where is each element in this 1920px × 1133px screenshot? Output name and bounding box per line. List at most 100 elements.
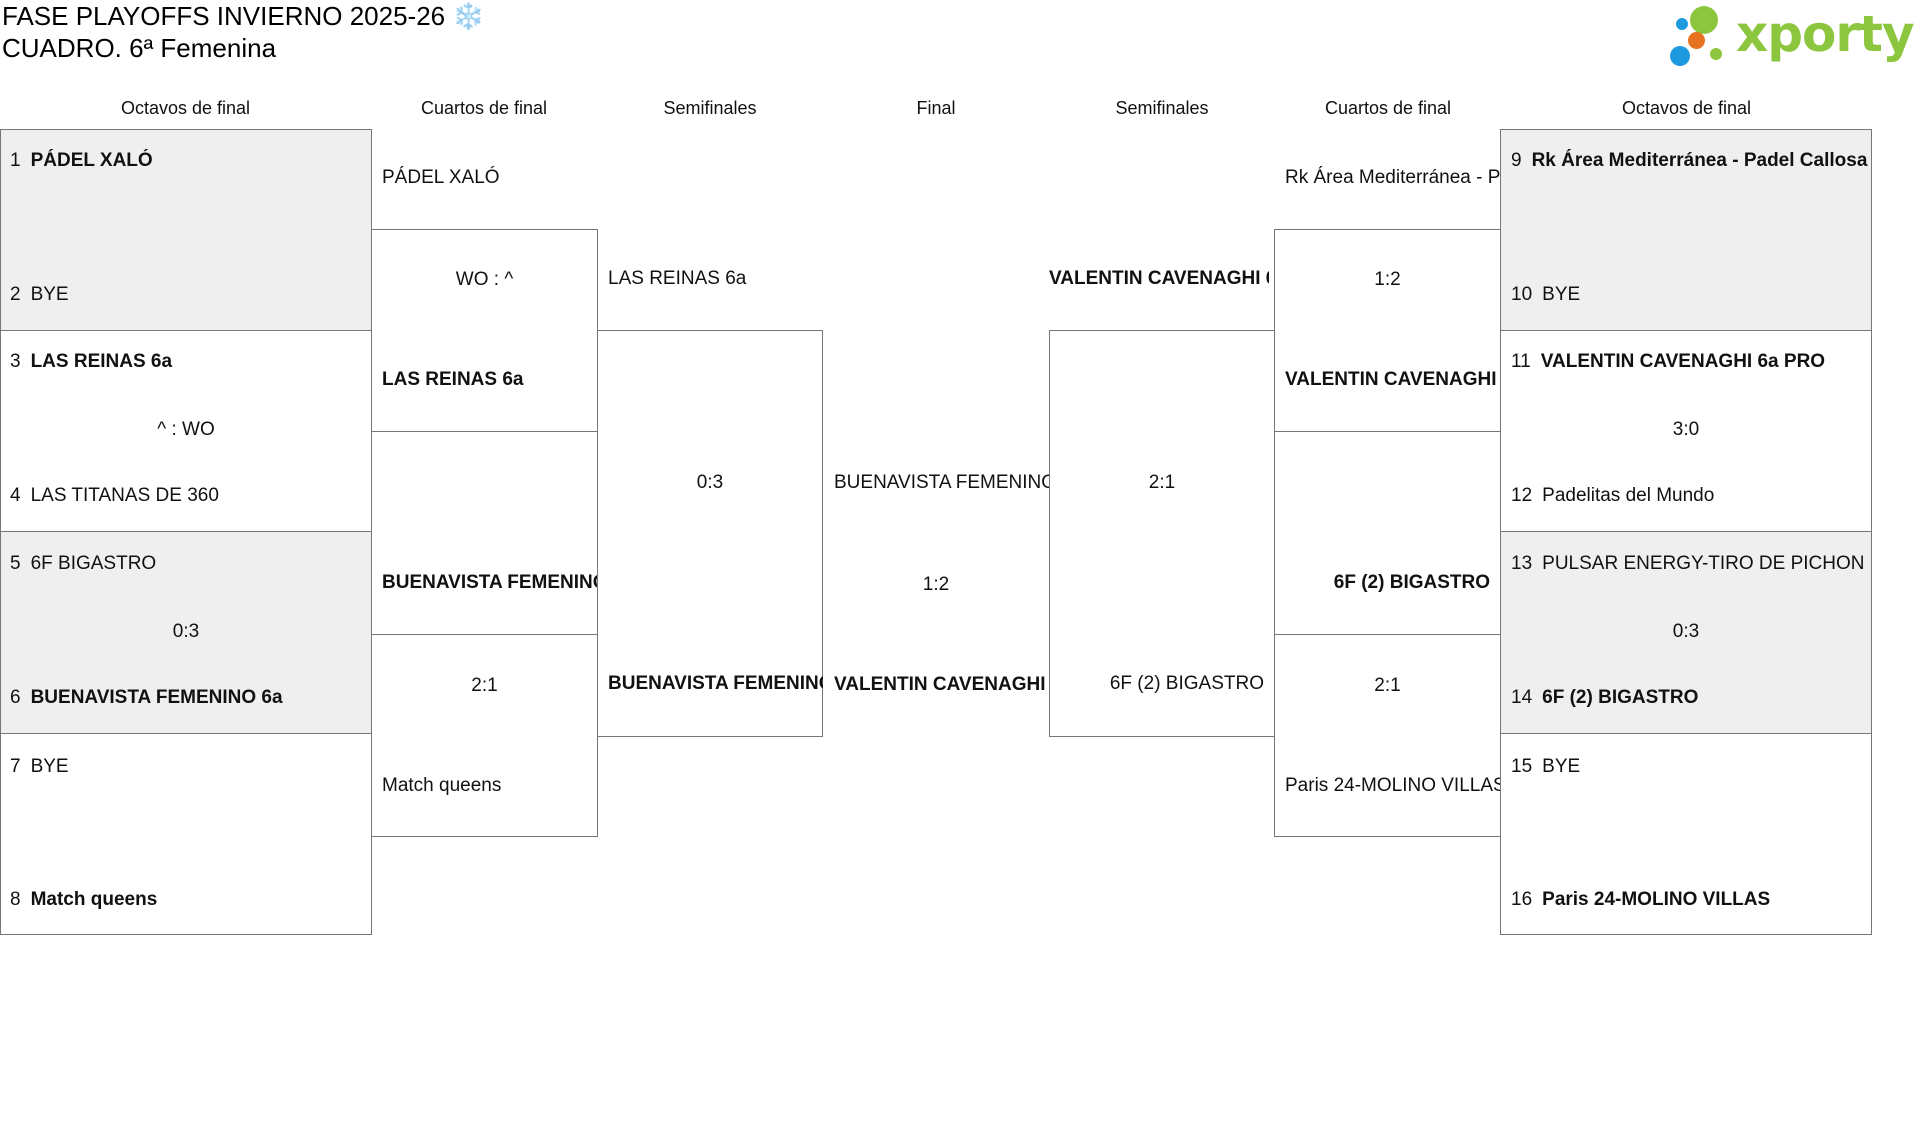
team-name: PULSAR ENERGY-TIRO DE PICHON xyxy=(1542,553,1865,574)
seed-number: 7 xyxy=(10,756,21,777)
team-name[interactable]: LAS REINAS 6a xyxy=(608,268,747,289)
round-header-left-qf: Cuartos de final xyxy=(420,98,548,118)
team-name: LAS REINAS 6a xyxy=(30,351,173,372)
xporty-logo[interactable]: xporty xyxy=(1668,4,1915,68)
team-name[interactable]: Match queens xyxy=(382,775,502,796)
team-name[interactable]: BUENAVISTA FEMENINO 6a xyxy=(608,673,823,694)
team-name: LAS TITANAS DE 360 xyxy=(30,485,219,506)
match-box-right-r16-3 xyxy=(1500,531,1872,734)
page-title: FASE PLAYOFFS INVIERNO 2025-26 ❄️ xyxy=(2,1,485,31)
team-slot[interactable]: 5 6F BIGASTRO xyxy=(10,552,365,576)
team-name[interactable]: BUENAVISTA FEMENINO 6a xyxy=(382,572,597,593)
team-slot[interactable]: 16 Paris 24-MOLINO VILLAS xyxy=(1511,888,1866,912)
seed-number: 8 xyxy=(10,889,21,910)
team-name: BUENAVISTA FEMENINO 6a xyxy=(30,687,283,708)
match-score: 0:3 xyxy=(172,621,200,642)
match-score: 2:1 xyxy=(1374,675,1401,696)
round-header-right-sf: Semifinales xyxy=(1115,98,1209,118)
match-score: 3:0 xyxy=(1672,419,1700,440)
seed-number: 11 xyxy=(1511,351,1531,372)
team-name[interactable]: Paris 24-MOLINO VILLAS xyxy=(1285,775,1500,796)
seed-number: 16 xyxy=(1511,889,1533,910)
seed-number: 14 xyxy=(1511,687,1533,708)
team-slot[interactable]: 11 VALENTIN CAVENAGHI 6a PRO xyxy=(1511,350,1866,374)
team-name[interactable]: PÁDEL XALÓ xyxy=(382,167,500,188)
team-slot[interactable]: 13 PULSAR ENERGY-TIRO DE PICHON xyxy=(1511,552,1869,576)
team-slot[interactable]: 9 Rk Área Mediterránea - Padel Callosa xyxy=(1511,149,1869,173)
match-box-right-qf-1 xyxy=(1274,229,1501,432)
team-name[interactable]: 6F (2) BIGASTRO xyxy=(1333,572,1490,593)
team-name: BYE xyxy=(1542,284,1581,305)
team-name: Padelitas del Mundo xyxy=(1542,485,1715,506)
match-box-left-qf-2 xyxy=(371,634,598,837)
match-box-right-r16-1 xyxy=(1500,129,1872,331)
team-slot[interactable]: 7 BYE xyxy=(10,755,365,779)
match-box-left-qf-1 xyxy=(371,229,598,432)
team-name[interactable]: 6F (2) BIGASTRO xyxy=(1109,673,1264,694)
team-slot[interactable]: 12 Padelitas del Mundo xyxy=(1511,484,1866,508)
logo-text: xporty xyxy=(1736,5,1915,63)
seed-number: 10 xyxy=(1511,284,1533,305)
seed-number: 3 xyxy=(10,351,21,372)
seed-number: 5 xyxy=(10,553,21,574)
page-subtitle: CUADRO. 6ª Femenina xyxy=(2,33,277,63)
match-score: 2:1 xyxy=(471,675,498,696)
round-header-right-r16: Octavos de final xyxy=(1621,98,1752,118)
match-box-left-sf xyxy=(597,330,823,737)
logo-dot-green xyxy=(1690,6,1718,34)
team-name: Rk Área Mediterránea - Padel Callosa xyxy=(1531,150,1868,171)
team-name: Paris 24-MOLINO VILLAS xyxy=(1542,889,1771,910)
match-box-left-r16-3 xyxy=(0,531,372,734)
logo-dot-green-small xyxy=(1710,48,1722,60)
team-name: VALENTIN CAVENAGHI 6a PRO xyxy=(1540,351,1826,372)
team-name[interactable]: VALENTIN CAVENAGHI 6a PRO xyxy=(1049,268,1269,289)
logo-dot-orange xyxy=(1688,32,1705,49)
round-header-left-sf: Semifinales xyxy=(663,98,757,118)
team-slot[interactable]: 15 BYE xyxy=(1511,755,1866,779)
seed-number: 1 xyxy=(10,150,21,171)
match-box-right-sf xyxy=(1049,330,1275,737)
match-box-right-r16-4 xyxy=(1500,733,1872,935)
match-score: 1:2 xyxy=(1374,269,1401,290)
team-slot[interactable]: 3 LAS REINAS 6a xyxy=(10,350,365,374)
team-slot[interactable]: 2 BYE xyxy=(10,283,365,307)
team-name: BYE xyxy=(30,756,69,777)
logo-dot-blue xyxy=(1670,46,1690,66)
match-box-left-r16-1 xyxy=(0,129,372,331)
team-slot[interactable]: 1 PÁDEL XALÓ xyxy=(10,149,365,173)
match-score: 2:1 xyxy=(1148,472,1176,493)
team-slot[interactable]: 10 BYE xyxy=(1511,283,1866,307)
team-name: 6F (2) BIGASTRO xyxy=(1542,687,1699,708)
match-score: WO : ^ xyxy=(455,269,514,290)
team-name: PÁDEL XALÓ xyxy=(30,150,153,171)
team-name: BYE xyxy=(30,284,69,305)
team-name[interactable]: VALENTIN CAVENAGHI 6a PRO xyxy=(834,674,1049,695)
seed-number: 4 xyxy=(10,485,21,506)
seed-number: 6 xyxy=(10,687,21,708)
match-score: 0:3 xyxy=(1672,621,1700,642)
match-score: 1:2 xyxy=(922,574,950,595)
team-name[interactable]: BUENAVISTA FEMENINO 6a xyxy=(834,472,1049,493)
seed-number: 2 xyxy=(10,284,21,305)
seed-number: 12 xyxy=(1511,485,1533,506)
team-slot[interactable]: 4 LAS TITANAS DE 360 xyxy=(10,484,365,508)
team-name[interactable]: VALENTIN CAVENAGHI 6a PRO xyxy=(1285,369,1500,390)
team-slot[interactable]: 14 6F (2) BIGASTRO xyxy=(1511,686,1866,710)
logo-dot-blue-small xyxy=(1676,18,1688,30)
seed-number: 9 xyxy=(1511,150,1522,171)
seed-number: 13 xyxy=(1511,553,1533,574)
seed-number: 15 xyxy=(1511,756,1533,777)
team-name: BYE xyxy=(1542,756,1581,777)
round-header-left-r16: Octavos de final xyxy=(120,98,251,118)
team-name[interactable]: Rk Área Mediterránea - Padel Callosa xyxy=(1285,167,1500,188)
round-header-right-qf: Cuartos de final xyxy=(1324,98,1452,118)
match-score: 0:3 xyxy=(696,472,724,493)
match-score: ^ : WO xyxy=(157,419,215,440)
match-box-right-qf-2 xyxy=(1274,634,1501,837)
team-slot[interactable]: 6 BUENAVISTA FEMENINO 6a xyxy=(10,686,365,710)
round-header-final: Final xyxy=(916,98,956,118)
team-name: Match queens xyxy=(30,889,158,910)
team-name: 6F BIGASTRO xyxy=(30,553,157,574)
team-slot[interactable]: 8 Match queens xyxy=(10,888,365,912)
team-name[interactable]: LAS REINAS 6a xyxy=(382,369,524,390)
